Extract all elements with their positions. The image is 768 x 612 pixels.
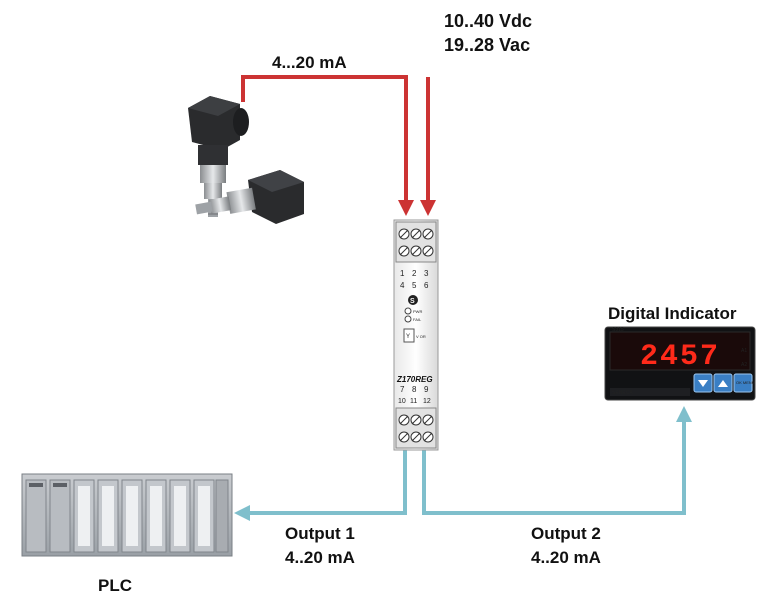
output2-line: [422, 420, 686, 515]
terminal-6: 6: [424, 281, 429, 290]
bottom-terminal-screws: [398, 414, 434, 443]
terminal-3: 3: [424, 269, 429, 278]
svg-text:S: S: [410, 298, 415, 305]
pressure-sensor-icon: [188, 96, 304, 224]
supply-voltage-dc: 10..40 Vdc: [444, 11, 532, 31]
output-wiring: [234, 406, 692, 521]
alarm1-label: A1: [741, 348, 747, 354]
terminal-11: 11: [410, 398, 417, 405]
indicator-brand: SENECA: [612, 390, 633, 396]
fail-led-icon: [404, 315, 412, 323]
terminal-2: 2: [412, 269, 417, 278]
digital-indicator: S315 2457 A1 A2 SENECA OK MENU: [604, 326, 756, 401]
input-signal-label: 4...20 mA: [272, 53, 347, 72]
indicator-title: Digital Indicator: [608, 304, 737, 323]
signal-converter-module: 1 2 3 4 5 6 S PWR FAIL Y V OR Z170REG 7 …: [393, 219, 439, 451]
power-led-label: PWR: [413, 309, 422, 314]
alarm2-label: A2: [741, 362, 747, 368]
module-model: Z170REG: [396, 375, 433, 384]
ok-menu-label: OK MENU: [736, 380, 755, 385]
terminal-5: 5: [412, 281, 417, 290]
output1-label: Output 1: [285, 524, 355, 543]
up-arrow-icon: [718, 380, 728, 387]
supply-arrowhead: [420, 200, 436, 216]
output2-value: 4..20 mA: [531, 548, 601, 567]
indicator-model: S315: [612, 327, 624, 333]
output2-label: Output 2: [531, 524, 601, 543]
terminal-9: 9: [424, 385, 429, 394]
power-led-icon: [404, 307, 412, 315]
output2-arrowhead: [676, 406, 692, 422]
input-signal-line: [241, 75, 408, 205]
dip-switch-icon: [403, 328, 415, 343]
output1-line: [248, 450, 407, 515]
fail-led-label: FAIL: [413, 317, 422, 322]
ok-menu-button[interactable]: [733, 373, 753, 393]
terminal-12: 12: [423, 398, 431, 405]
terminal-7: 7: [400, 385, 405, 394]
indicator-display-value: 2457: [640, 340, 720, 374]
plc-label: PLC: [98, 576, 132, 595]
output1-arrowhead: [234, 505, 250, 521]
terminal-8: 8: [412, 385, 417, 394]
brand-logo-icon: [408, 295, 418, 305]
dip-label: Y: [406, 334, 410, 340]
input-wiring: [241, 75, 436, 216]
output1-value: 4..20 mA: [285, 548, 355, 567]
terminal-10: 10: [398, 398, 406, 405]
down-arrow-icon: [698, 380, 708, 387]
supply-voltage-ac: 19..28 Vac: [444, 35, 530, 55]
terminal-1: 1: [400, 269, 405, 278]
plc-rack: [21, 473, 233, 557]
top-terminal-screws: [398, 228, 434, 257]
input-signal-arrowhead: [398, 200, 414, 216]
dip-side-label: V OR: [416, 334, 426, 339]
terminal-4: 4: [400, 281, 405, 290]
